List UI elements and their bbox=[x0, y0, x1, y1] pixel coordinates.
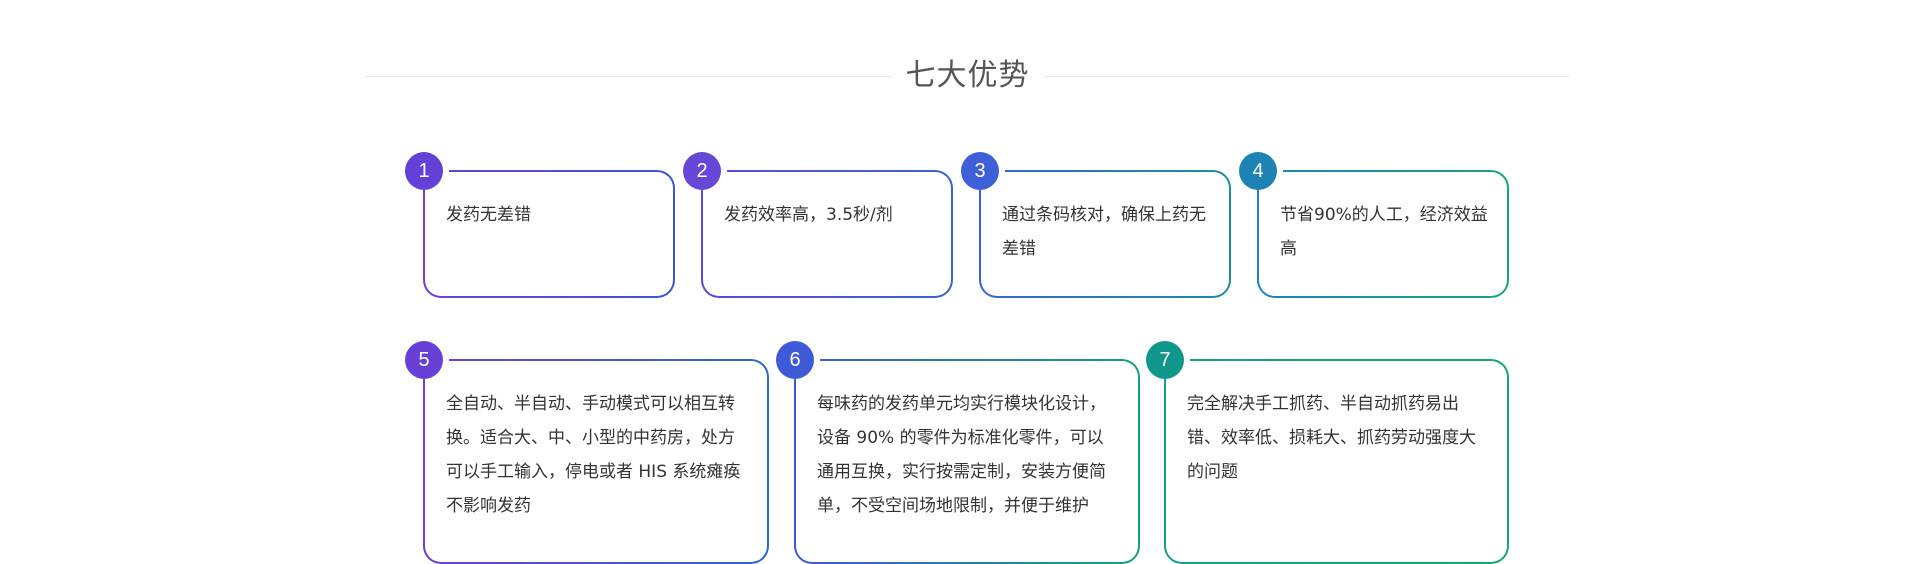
number-badge: 7 bbox=[1146, 341, 1184, 379]
card-text: 发药效率高，3.5秒/剂 bbox=[724, 205, 893, 225]
advantage-card-2: 2 发药效率高，3.5秒/剂 bbox=[683, 152, 953, 298]
card-border bbox=[794, 359, 1140, 564]
advantage-card-7: 7 完全解决手工抓药、半自动抓药易出错、效率低、损耗大、抓药劳动强度大的问题 bbox=[1146, 341, 1509, 564]
advantage-card-4: 4 节省90%的人工，经济效益高 bbox=[1239, 152, 1509, 298]
advantage-card-3: 3 通过条码核对，确保上药无差错 bbox=[961, 152, 1231, 298]
number-badge: 5 bbox=[405, 341, 443, 379]
card-border bbox=[1164, 359, 1509, 564]
number-badge: 1 bbox=[405, 152, 443, 190]
card-text: 全自动、半自动、手动模式可以相互转换。适合大、中、小型的中药房，处方可以手工输入… bbox=[446, 394, 741, 516]
number-badge: 2 bbox=[683, 152, 721, 190]
card-border bbox=[979, 170, 1231, 298]
card-border bbox=[1257, 170, 1509, 298]
card-text: 通过条码核对，确保上药无差错 bbox=[1002, 205, 1206, 259]
card-border bbox=[423, 359, 769, 564]
card-border bbox=[423, 170, 675, 298]
card-text: 发药无差错 bbox=[446, 205, 531, 225]
card-text: 完全解决手工抓药、半自动抓药易出错、效率低、损耗大、抓药劳动强度大的问题 bbox=[1187, 394, 1476, 482]
card-border bbox=[701, 170, 953, 298]
advantage-card-6: 6 每味药的发药单元均实行模块化设计，设备 90% 的零件为标准化零件，可以通用… bbox=[776, 341, 1140, 564]
card-text: 节省90%的人工，经济效益高 bbox=[1280, 205, 1488, 259]
number-badge: 3 bbox=[961, 152, 999, 190]
section-header: 七大优势 bbox=[365, 52, 1570, 100]
section-title: 七大优势 bbox=[891, 56, 1044, 96]
number-badge: 4 bbox=[1239, 152, 1277, 190]
advantage-card-5: 5 全自动、半自动、手动模式可以相互转换。适合大、中、小型的中药房，处方可以手工… bbox=[405, 341, 769, 564]
advantage-card-1: 1 发药无差错 bbox=[405, 152, 675, 298]
number-badge: 6 bbox=[776, 341, 814, 379]
card-text: 每味药的发药单元均实行模块化设计，设备 90% 的零件为标准化零件，可以通用互换… bbox=[817, 394, 1106, 516]
